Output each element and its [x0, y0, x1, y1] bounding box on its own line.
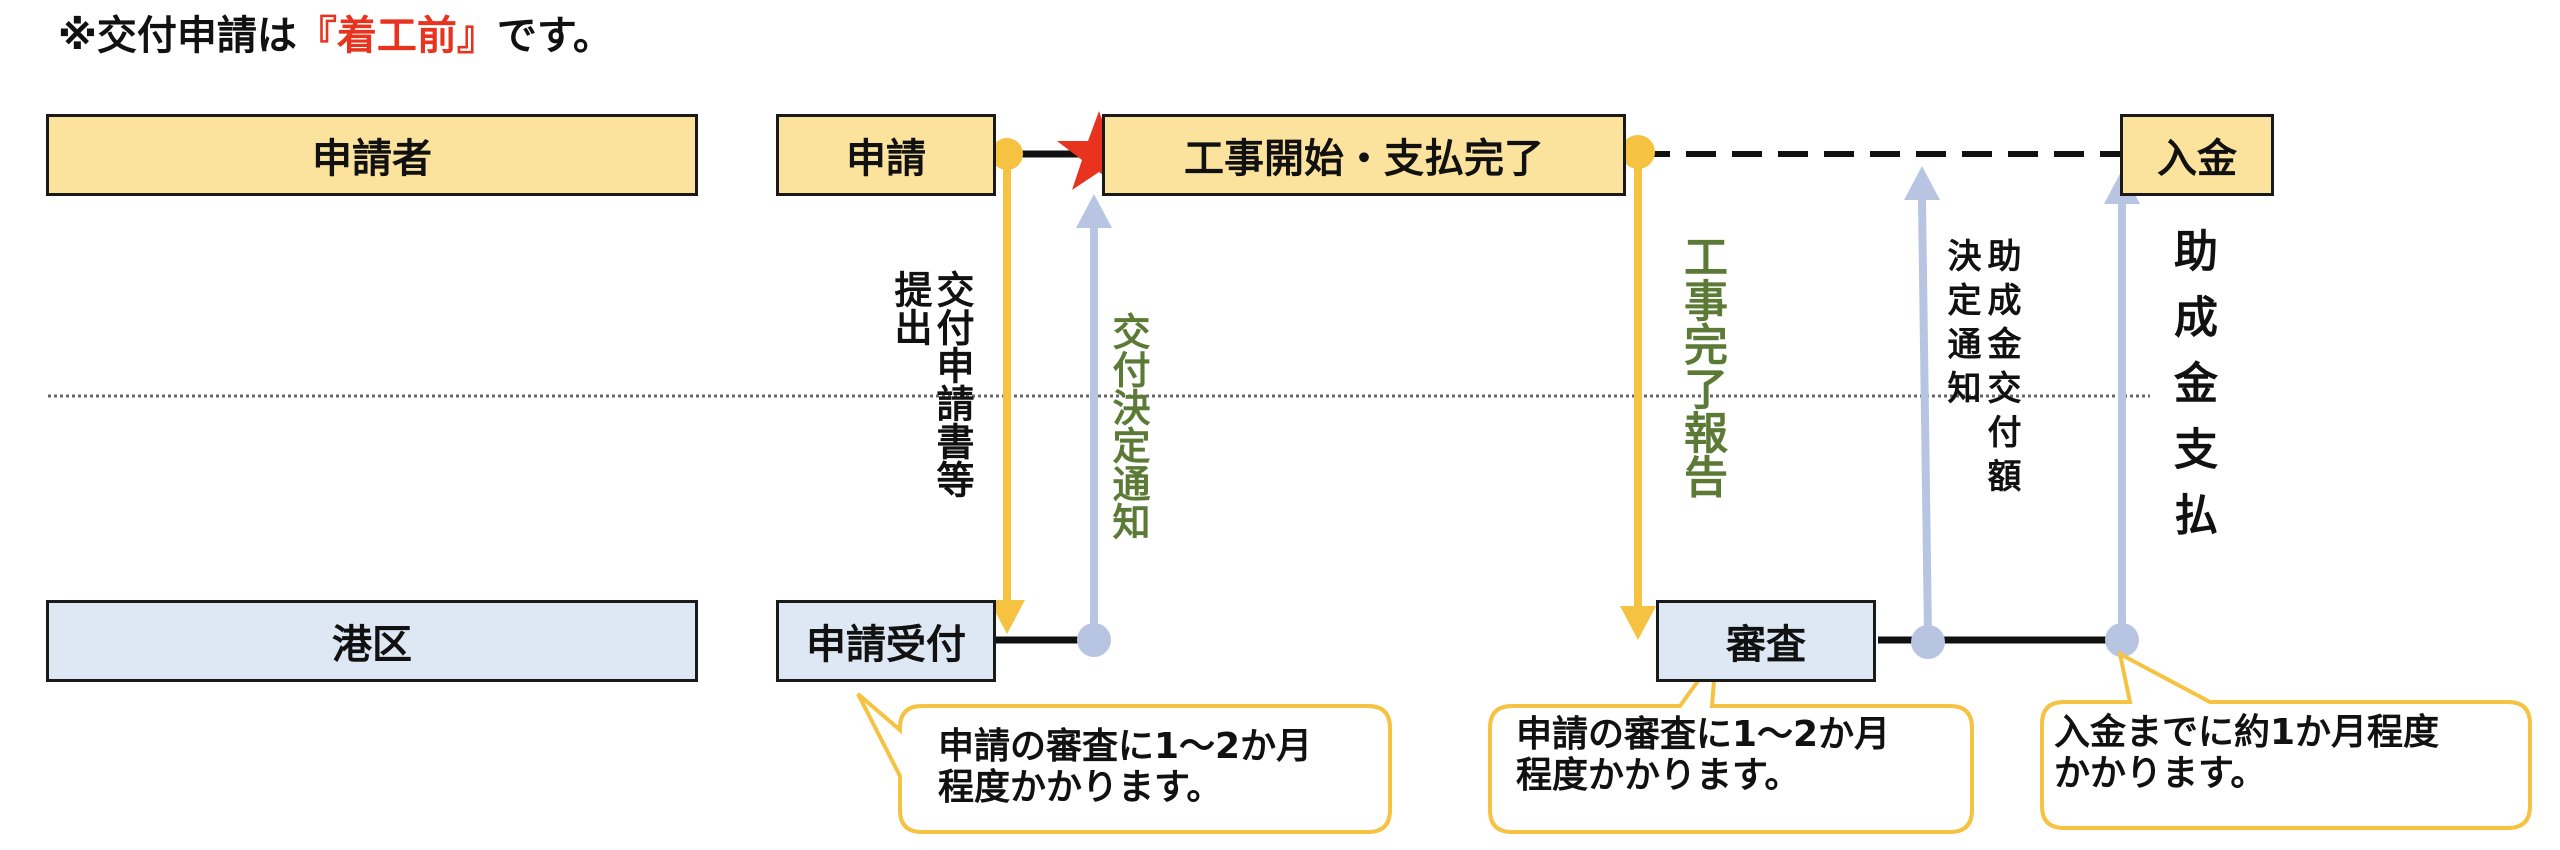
- label-decision-notice: 交付決定通知: [1106, 312, 1150, 540]
- start-star-icon: [1057, 111, 1141, 190]
- bubble-deposit-text: 入金までに約1か月程度 かかります。: [2054, 712, 2440, 794]
- label-submit-documents: 交付申請書等: [930, 270, 974, 498]
- submit-dot: [991, 138, 1023, 170]
- step-apply: 申請: [776, 114, 996, 196]
- label-amount-notice: 決定通知: [1941, 238, 1981, 414]
- decision-dot: [1077, 623, 1111, 657]
- label-amount: 助成金交付額: [1981, 238, 2021, 502]
- report-dot: [1621, 135, 1655, 169]
- note-suffix: です。: [496, 13, 613, 59]
- step-review: 審査: [1656, 600, 1876, 682]
- bubble-review-2-shape: [1488, 649, 1974, 834]
- note-emphasis: 『着工前』: [296, 13, 497, 59]
- report-arrowhead: [1620, 606, 1656, 640]
- decision-arrowhead: [1076, 194, 1112, 228]
- label-submit: 提出: [888, 270, 932, 346]
- label-payment: 助成金支払: [2166, 228, 2217, 558]
- payment-dot: [2105, 623, 2139, 657]
- label-completion-report: 工事完了報告: [1676, 234, 1727, 498]
- bubble-review-1-text: 申請の審査に1～2か月 程度かかります。: [938, 726, 1313, 808]
- step-deposit: 入金: [2120, 114, 2274, 196]
- note-prefix: ※交付申請は: [58, 13, 297, 59]
- amount-arrow: [1918, 199, 1932, 637]
- bubble-review-1-shape: [856, 692, 1392, 834]
- lane-ward: 港区: [46, 600, 698, 682]
- bubble-deposit-shape: [2040, 650, 2532, 830]
- bubble-review-2-text: 申請の審査に1～2か月 程度かかります。: [1516, 714, 1891, 796]
- amount-arrowhead: [1904, 166, 1940, 200]
- submit-arrowhead: [989, 600, 1025, 634]
- step-work-start-payment: 工事開始・支払完了: [1102, 114, 1626, 196]
- lane-applicant: 申請者: [46, 114, 698, 196]
- header-note: ※交付申請は『着工前』です。: [58, 6, 613, 66]
- amount-dot: [1911, 625, 1945, 659]
- step-receipt: 申請受付: [776, 600, 996, 682]
